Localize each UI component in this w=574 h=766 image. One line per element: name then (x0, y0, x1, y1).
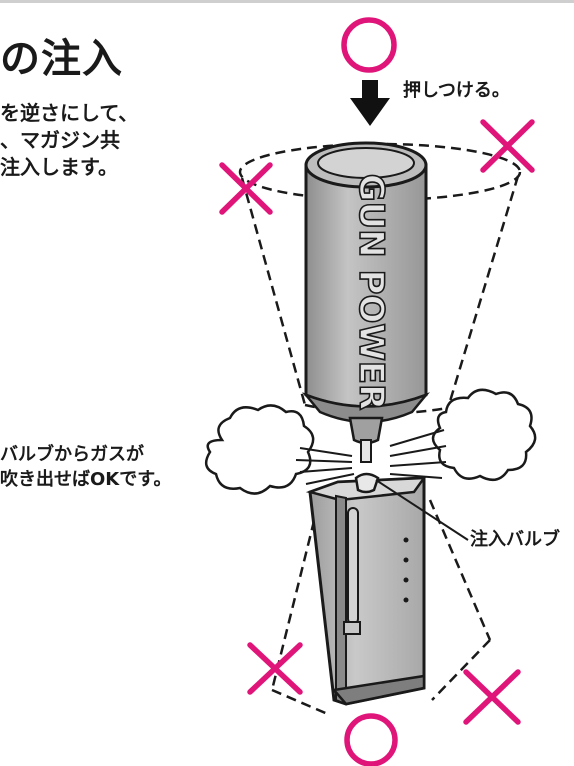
spray-label-line: バルブからガスが (0, 444, 144, 465)
valve-label: 注入バルブ (470, 529, 560, 550)
gas-cloud-right (431, 388, 537, 482)
gas-cloud-left (204, 404, 315, 495)
cross-mark-icon (219, 162, 273, 215)
description-line: 、マガジン共 (0, 128, 120, 152)
tilt-guide-lower (270, 499, 492, 717)
spray-label: バルブからガスが 吹き出せばOKです。 (0, 442, 171, 492)
valve-leader-line (375, 479, 469, 541)
spray-label-line: 吹き出せばOKです。 (0, 469, 172, 490)
description: を逆さにして、 、マガジン共 注入します。 (0, 100, 138, 181)
cross-mark-icon (247, 642, 303, 695)
cross-mark-icon (463, 669, 521, 725)
can-label: GUN POWER (351, 174, 391, 411)
section-title: の注入 (0, 36, 123, 82)
description-line: 注入します。 (0, 155, 118, 179)
circle-mark-icon (341, 17, 397, 73)
cross-mark-icon (480, 119, 535, 173)
gas-spray-lines (295, 429, 447, 485)
top-rule (0, 0, 574, 3)
gas-can: GUN POWER (302, 141, 430, 463)
magazine (305, 476, 427, 706)
circle-mark-icon (344, 713, 398, 766)
description-line: を逆さにして、 (0, 101, 139, 125)
injection-valve (354, 472, 380, 494)
push-label: 押しつける。 (403, 80, 510, 101)
arrow-down-icon (350, 80, 390, 126)
